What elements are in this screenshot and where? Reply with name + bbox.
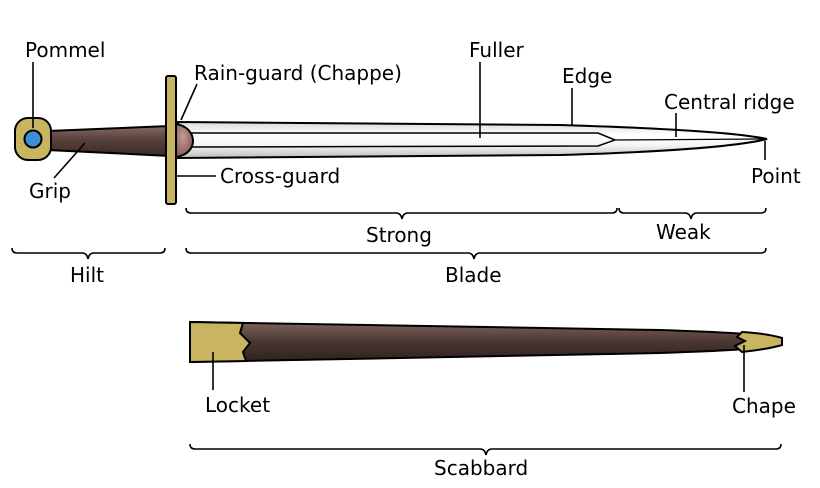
pommel-gem	[23, 129, 43, 149]
blade-brace	[185, 247, 767, 260]
rain-guard-leader	[180, 83, 198, 121]
label-weak: Weak	[656, 220, 711, 244]
label-central-ridge: Central ridge	[664, 90, 795, 114]
label-hilt: Hilt	[70, 263, 104, 287]
sword	[14, 75, 768, 205]
scabbard	[189, 320, 783, 364]
scabbard-brace	[189, 443, 782, 456]
labels: Pommel Grip Rain-guard (Chappe) Cross-gu…	[25, 38, 801, 480]
braces	[11, 207, 782, 456]
cross-guard-shape	[165, 75, 177, 205]
label-edge: Edge	[562, 64, 612, 88]
grip-shape	[47, 123, 179, 157]
weak-brace	[618, 207, 767, 220]
leader-lines	[32, 62, 766, 392]
strong-brace	[185, 207, 618, 220]
label-rain-guard: Rain-guard (Chappe)	[194, 61, 402, 85]
label-strong: Strong	[366, 223, 432, 247]
label-cross-guard: Cross-guard	[220, 164, 340, 188]
label-grip: Grip	[29, 179, 71, 203]
label-scabbard: Scabbard	[434, 456, 528, 480]
label-blade: Blade	[445, 263, 502, 287]
blade-shape	[177, 120, 768, 160]
scabbard-body	[189, 320, 783, 364]
central-ridge-line	[614, 138, 766, 141]
label-locket: Locket	[205, 393, 270, 417]
label-pommel: Pommel	[25, 38, 105, 62]
rain-guard-shape	[175, 122, 195, 159]
label-fuller: Fuller	[469, 38, 525, 62]
label-chape: Chape	[732, 394, 796, 418]
grip-leader	[53, 142, 86, 179]
chape-shape	[733, 330, 783, 354]
hilt-brace	[11, 247, 166, 260]
locket-shape	[189, 320, 252, 364]
label-point: Point	[751, 164, 801, 188]
